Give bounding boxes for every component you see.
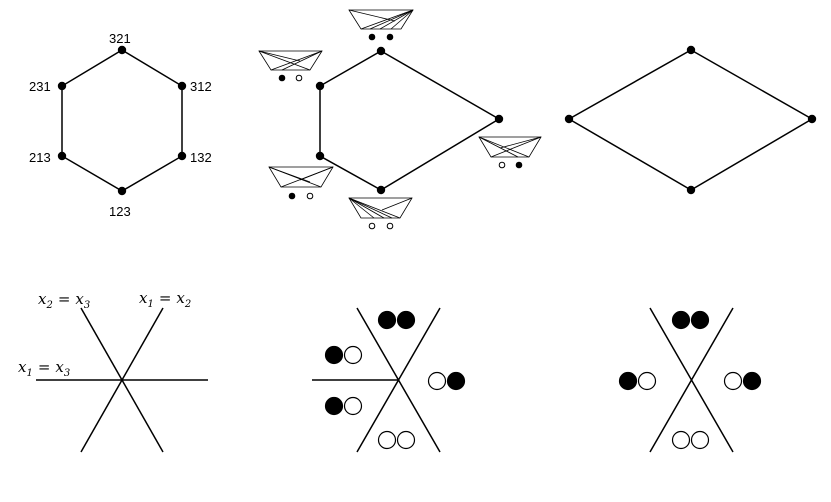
vertex-321 [117,45,127,55]
marker-dot-filled [742,371,762,391]
marker-dot-open [427,371,447,391]
marker-dot-open [671,430,691,450]
right-line-ascending [649,307,734,453]
pentagon-vertex-top [376,46,386,56]
marker-dot-filled [377,310,397,330]
glyph-right-dot-1 [498,161,506,169]
glyph-lower-left-dot-2 [306,192,314,200]
vertex-213 [57,151,67,161]
hexagon-labeled-diagram: 321 312 132 123 213 231 [29,31,212,219]
rhombus-vertex-bottom [686,185,696,195]
tree-glyph-lower-left [268,166,334,200]
marker-dot-open [723,371,743,391]
glyph-lower-left-dot-1 [288,192,296,200]
label-321: 321 [109,31,131,46]
hexagon-outline [61,49,183,192]
label-x1-eq-x2: x1=x2 [139,289,191,310]
rhombus-vertex-right [807,114,817,124]
label-132: 132 [190,150,212,165]
glyph-left-dot-1 [278,74,286,82]
pentagon-vertex-lower-left [315,151,325,161]
pentagon-vertex-right [494,114,504,124]
tree-glyph-right [478,136,542,169]
middle-marker-bottom [377,430,416,450]
marker-dot-open [343,396,363,416]
pentagon-vertex-upper-left [315,81,325,91]
glyph-left-dot-2 [295,74,303,82]
label-312: 312 [190,79,212,94]
vertex-132 [177,151,187,161]
rhombus-vertex-left [564,114,574,124]
vertex-123 [117,186,127,196]
middle-marker-right [427,371,466,391]
marker-dot-filled [446,371,466,391]
vertex-312 [177,81,187,91]
glyph-bottom-dot-1 [368,222,376,230]
marker-dot-filled [618,371,638,391]
rhombus-vertex-top [686,45,696,55]
glyph-bottom-dot-2 [386,222,394,230]
tree-glyph-bottom [348,197,413,230]
hyperplane-arrangement-diagram: x2=x3 x1=x2 x1=x3 [18,289,208,453]
pentagon-outline [319,50,501,191]
label-123: 123 [109,204,131,219]
middle-marker-lower-left [324,396,363,416]
marker-dot-open [690,430,710,450]
rhombus-outline [567,49,814,191]
glyph-right-dot-2 [515,161,523,169]
right-marker-top [671,310,710,330]
middle-marker-top [377,310,416,330]
arrangement-markers-middle [312,307,466,453]
label-x1-eq-x3: x1=x3 [18,358,70,379]
pentagon-vertex-bottom [376,185,386,195]
marker-dot-open [377,430,397,450]
label-213: 213 [29,150,51,165]
right-marker-right [723,371,762,391]
marker-dot-filled [396,310,416,330]
vertex-231 [57,81,67,91]
tree-glyph-left [258,50,323,82]
label-x2-eq-x3: x2=x3 [38,290,90,311]
rhombus-diagram [564,45,817,195]
tree-glyph-top [348,9,414,41]
middle-marker-upper-left [324,345,363,365]
marker-dot-filled [324,396,344,416]
marker-dot-filled [690,310,710,330]
marker-dot-open [396,430,416,450]
arrangement-markers-right [618,307,762,453]
right-marker-bottom [671,430,710,450]
right-marker-left [618,371,657,391]
label-231: 231 [29,79,51,94]
glyph-top-dot-2 [386,33,394,41]
pentagon-tree-diagram [258,9,542,230]
marker-dot-open [637,371,657,391]
glyph-top-dot-1 [368,33,376,41]
marker-dot-filled [324,345,344,365]
marker-dot-open [343,345,363,365]
marker-dot-filled [671,310,691,330]
